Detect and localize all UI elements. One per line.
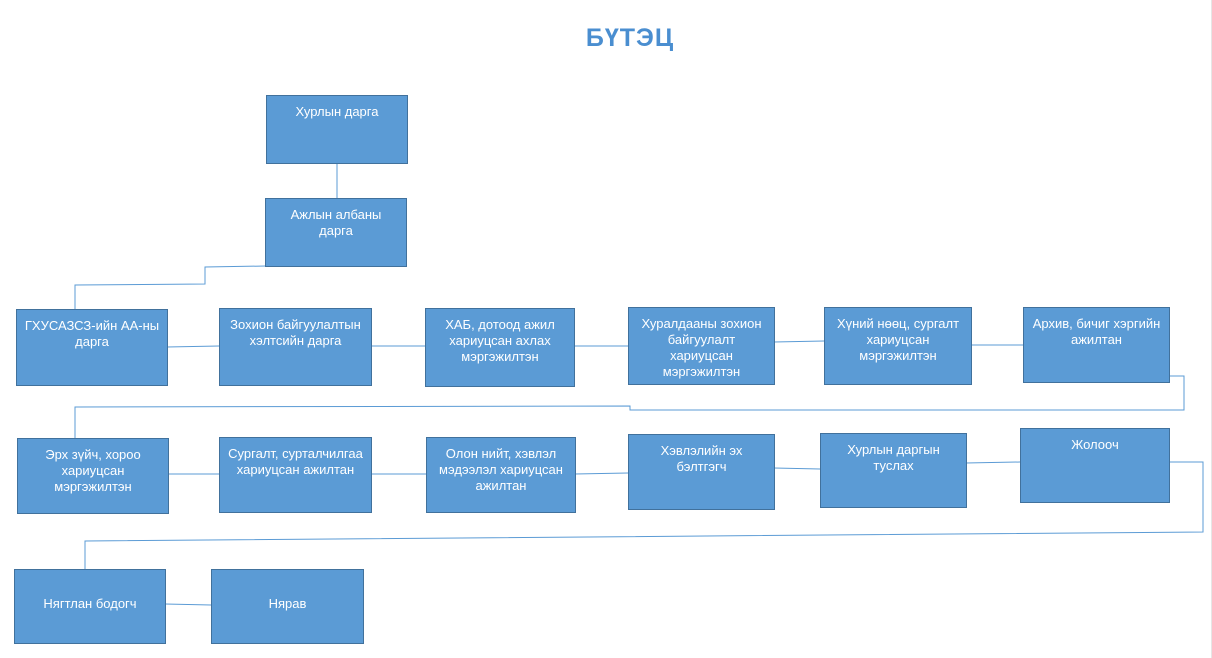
node-label: Архив, бичиг хэргийн ажилтан bbox=[1032, 316, 1161, 347]
link-r2-4-5 bbox=[773, 467, 821, 470]
node-accountant: Нягтлан бодогч bbox=[14, 569, 166, 644]
link-r2-5-6 bbox=[965, 461, 1021, 464]
node-label: Эрх зүйч, хороо хариуцсан мэргэжилтэн bbox=[45, 447, 141, 494]
node-label: Хэвлэлийн эх бэлтгэгч bbox=[660, 443, 743, 474]
node-press-editor: Хэвлэлийн эх бэлтгэгч bbox=[628, 434, 775, 510]
node-archive-clerk: Архив, бичиг хэргийн ажилтан bbox=[1023, 307, 1170, 383]
node-label: Хурлын дарга bbox=[295, 104, 379, 119]
node-label: Сургалт, сурталчилгаа хариуцсан ажилтан bbox=[228, 446, 363, 477]
node-label: Нягтлан бодогч bbox=[43, 595, 137, 611]
node-training-officer: Сургалт, сурталчилгаа хариуцсан ажилтан bbox=[219, 437, 372, 513]
node-label: Зохион байгуулалтын хэлтсийн дарга bbox=[230, 317, 361, 348]
node-label: Нярав bbox=[268, 595, 307, 611]
node-media-officer: Олон нийт, хэвлэл мэдээлэл хариуцсан ажи… bbox=[426, 437, 576, 513]
link-r1-4-5 bbox=[773, 340, 825, 343]
node-chairman-assistant: Хурлын даргын туслах bbox=[820, 433, 967, 508]
link-r1-1-2 bbox=[166, 345, 220, 348]
node-org-dept-head: Зохион байгуулалтын хэлтсийн дарга bbox=[219, 308, 372, 386]
node-rights-specialist: Эрх зүйч, хороо хариуцсан мэргэжилтэн bbox=[17, 438, 169, 514]
link-office-row1 bbox=[74, 265, 267, 309]
node-label: Ажлын албаны дарга bbox=[290, 207, 382, 238]
page-title: БҮТЭЦ bbox=[585, 24, 675, 52]
node-label: ХАБ, дотоод ажил хариуцсан ахлах мэргэжи… bbox=[445, 317, 555, 364]
link-row1-row2 bbox=[74, 375, 1185, 438]
node-office-head: Ажлын албаны дарга bbox=[265, 198, 407, 267]
node-label: Олон нийт, хэвлэл мэдээлэл хариуцсан ажи… bbox=[439, 446, 563, 493]
node-label: Хурлын даргын туслах bbox=[847, 442, 940, 473]
node-storekeeper: Нярав bbox=[211, 569, 364, 644]
node-label: Хуралдааны зохион байгуулалт хариуцсан м… bbox=[641, 316, 762, 379]
link-r2-3-4 bbox=[574, 472, 629, 475]
node-label: Жолооч bbox=[1071, 437, 1119, 452]
node-hab-specialist: ХАБ, дотоод ажил хариуцсан ахлах мэргэжи… bbox=[425, 308, 575, 387]
node-hr-specialist: Хүний нөөц, сургалт хариуцсан мэргэжилтэ… bbox=[824, 307, 972, 385]
node-session-specialist: Хуралдааны зохион байгуулалт хариуцсан м… bbox=[628, 307, 775, 385]
node-label: Хүний нөөц, сургалт хариуцсан мэргэжилтэ… bbox=[836, 316, 960, 363]
link-row2-row3 bbox=[84, 461, 1204, 570]
node-driver: Жолооч bbox=[1020, 428, 1170, 503]
node-label: ГХУСАЗСЗ-ийн АА-ны дарга bbox=[24, 318, 160, 349]
node-khural-chairman: Хурлын дарга bbox=[266, 95, 408, 164]
link-r3-1-2 bbox=[164, 603, 212, 606]
node-ghusazsz-head: ГХУСАЗСЗ-ийн АА-ны дарга bbox=[16, 309, 168, 386]
